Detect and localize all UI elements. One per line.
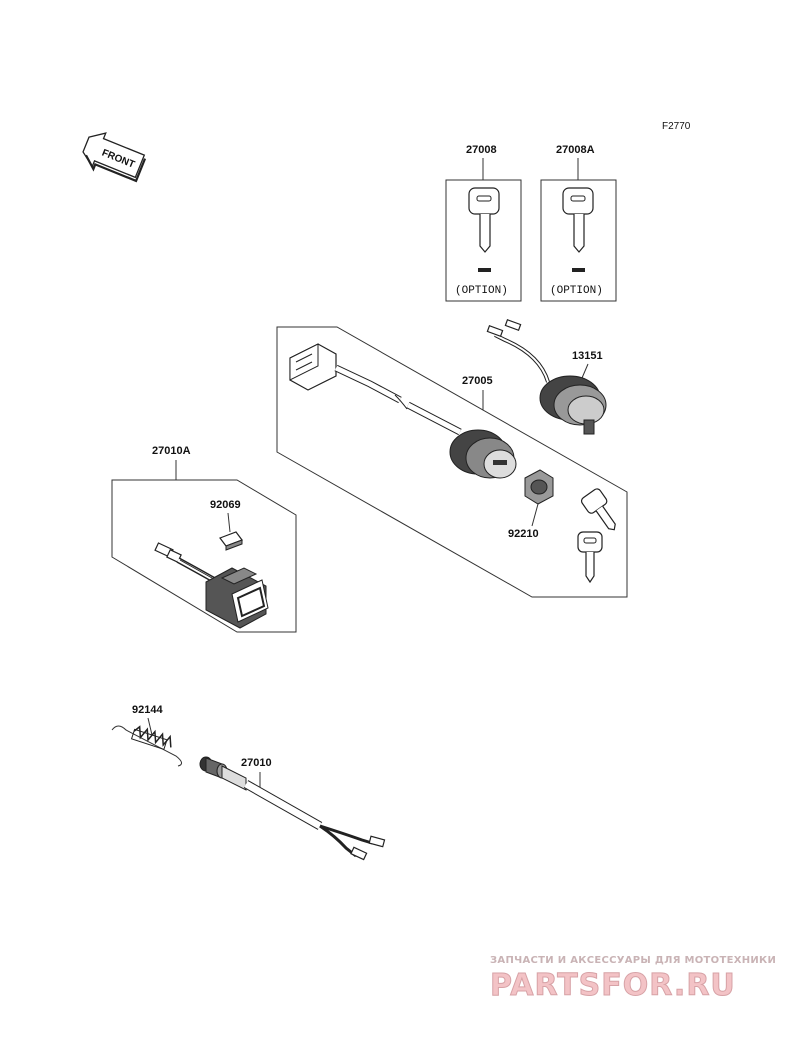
ignition-switch-icon (449, 429, 517, 479)
front-arrow-icon: FRONT (82, 132, 147, 183)
part-number-27010: 27010 (241, 757, 272, 769)
part-number-27005: 27005 (462, 375, 493, 387)
option-box-27008a (540, 179, 617, 302)
wire-connector-icon (289, 343, 337, 391)
key-blank-a-group: 27008A (OPTION) (540, 144, 617, 302)
wire-terminal-icon (350, 846, 368, 861)
figure-code: F2770 (662, 121, 691, 132)
lighter-socket-icon (199, 756, 247, 791)
part-number-13151: 13151 (572, 350, 603, 362)
nut-icon (524, 469, 554, 505)
part-number-27008: 27008 (466, 144, 497, 156)
part-number-92069: 92069 (210, 499, 241, 511)
key-blank-group: 27008 (OPTION) (445, 144, 522, 302)
cigarette-lighter-group: 27010 (199, 756, 386, 861)
switch-box-group: 27010A 92069 (111, 445, 297, 633)
option-label-27008a: (OPTION) (550, 285, 603, 297)
switch-connector-icon (154, 542, 182, 563)
watermark: ЗАПЧАСТИ И АКСЕССУАРЫ ДЛЯ МОТОТЕХНИКИ PA… (490, 955, 776, 1004)
spring-icon (130, 725, 172, 750)
option-box-27008 (445, 179, 522, 302)
key-icon (562, 187, 594, 272)
part-number-92144: 92144 (132, 704, 163, 716)
indicator-light-icon (539, 375, 607, 435)
ignition-switch-frame (276, 326, 628, 598)
part-number-27008a: 27008A (556, 144, 595, 156)
part-number-27010a: 27010A (152, 445, 191, 457)
wire-terminal-icon (368, 835, 386, 848)
ignition-switch-group: 27005 92210 (276, 319, 628, 598)
watermark-brand: PARTSFOR.RU (490, 968, 736, 1003)
option-label-27008: (OPTION) (455, 285, 508, 297)
cap-icon (219, 531, 243, 551)
key-pair-icon (577, 488, 616, 584)
switch-box-frame (111, 479, 297, 633)
part-number-92210: 92210 (508, 528, 539, 540)
key-icon (468, 187, 500, 272)
watermark-tagline: ЗАПЧАСТИ И АКСЕССУАРЫ ДЛЯ МОТОТЕХНИКИ (490, 955, 776, 966)
push-switch-icon (205, 567, 269, 629)
spring-group: 92144 (111, 704, 182, 767)
